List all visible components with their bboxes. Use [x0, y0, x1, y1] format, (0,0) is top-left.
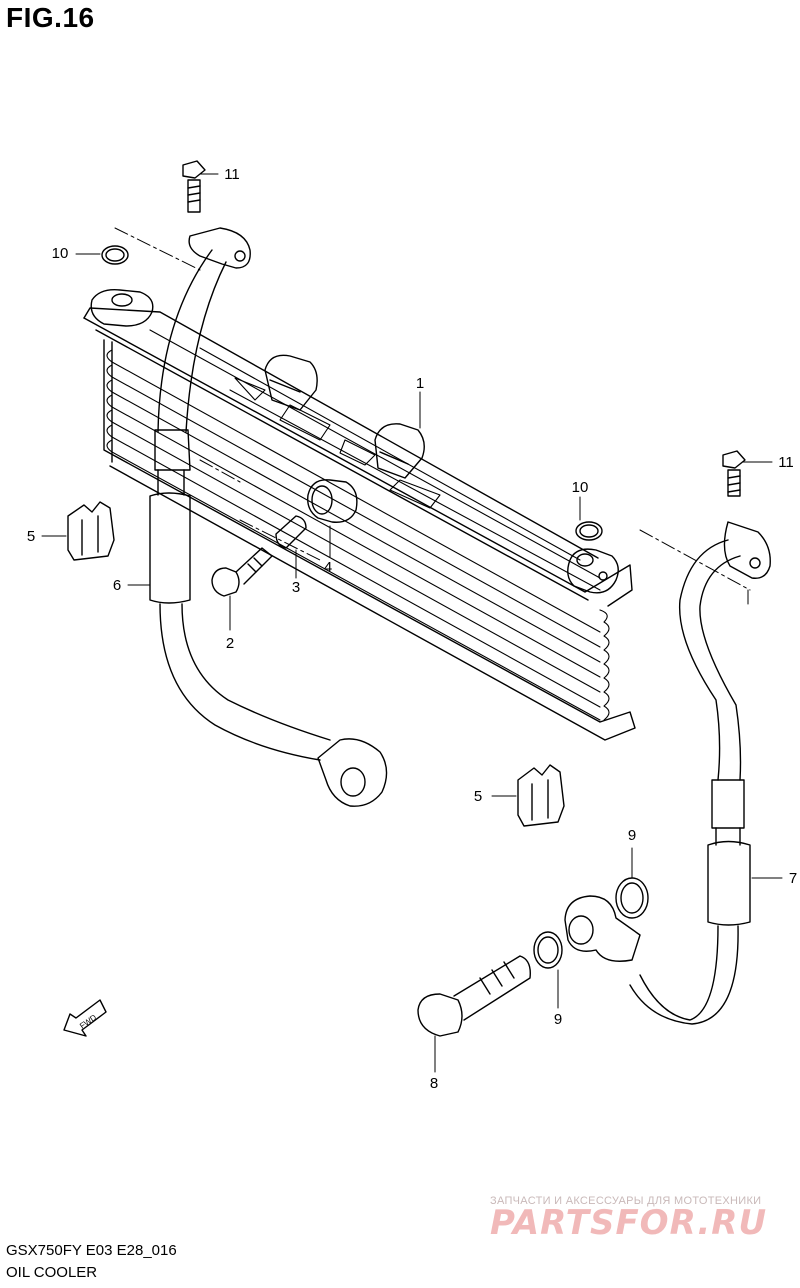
- small-parts: [67, 160, 746, 1037]
- right-outlet-flange: [567, 548, 619, 594]
- callout-10b: 10: [572, 479, 589, 496]
- banjo-fitting: [564, 895, 641, 962]
- callout-1: 1: [416, 375, 424, 392]
- callout-2: 2: [226, 635, 234, 652]
- gasket-9-lower: [533, 931, 563, 969]
- cooler-bracket-a: [264, 354, 318, 411]
- cooler-bracket-b: [374, 423, 425, 479]
- bolt-11-right: [722, 450, 746, 497]
- left-inlet-flange: [90, 289, 154, 327]
- reference-lines: [114, 227, 751, 606]
- callout-10a: 10: [52, 245, 69, 262]
- watermark-logo: PARTSFOR.RU: [490, 1203, 768, 1243]
- callout-6: 6: [113, 577, 121, 594]
- bolt-2: [211, 547, 273, 597]
- callout-5a: 5: [27, 528, 35, 545]
- model-code: GSX750FY E03 E28_016: [6, 1242, 177, 1259]
- o-ring-10-left: [101, 245, 129, 265]
- grommet-5-lower: [517, 764, 565, 827]
- oil-hose-left: [149, 227, 388, 807]
- o-ring-10-right: [575, 521, 603, 541]
- oil-hose-right: [564, 521, 771, 1025]
- gasket-9-upper: [615, 877, 649, 919]
- collar-3: [275, 515, 307, 549]
- oil-cooler-core: [83, 289, 636, 741]
- leader-lines: [41, 173, 783, 1073]
- callout-4: 4: [324, 559, 332, 576]
- callout-11a: 11: [224, 166, 240, 183]
- cushion-4: [307, 479, 358, 523]
- callout-11b: 11: [778, 454, 794, 471]
- cooler-top-rails: [149, 329, 601, 591]
- callout-3: 3: [292, 579, 300, 596]
- cooler-fins: [106, 349, 610, 721]
- callout-9a: 9: [628, 827, 636, 844]
- callout-8: 8: [430, 1075, 438, 1092]
- grommet-5-upper: [67, 501, 115, 561]
- watermark-tagline: ЗАПЧАСТИ И АКСЕССУАРЫ ДЛЯ МОТОТЕХНИКИ: [490, 1195, 762, 1207]
- bolt-11-left: [182, 160, 206, 213]
- section-name: OIL COOLER: [6, 1264, 98, 1281]
- callout-9b: 9: [554, 1011, 562, 1028]
- callout-7: 7: [789, 870, 797, 887]
- callout-5b: 5: [474, 788, 482, 805]
- figure-title: FIG.16: [6, 2, 95, 33]
- callout-labels: 1 2 3 4 5 5 6 7 8 9 9 10 10 11 11: [27, 166, 797, 1092]
- fwd-arrow-icon: [63, 999, 107, 1037]
- union-bolt-8: [417, 955, 531, 1037]
